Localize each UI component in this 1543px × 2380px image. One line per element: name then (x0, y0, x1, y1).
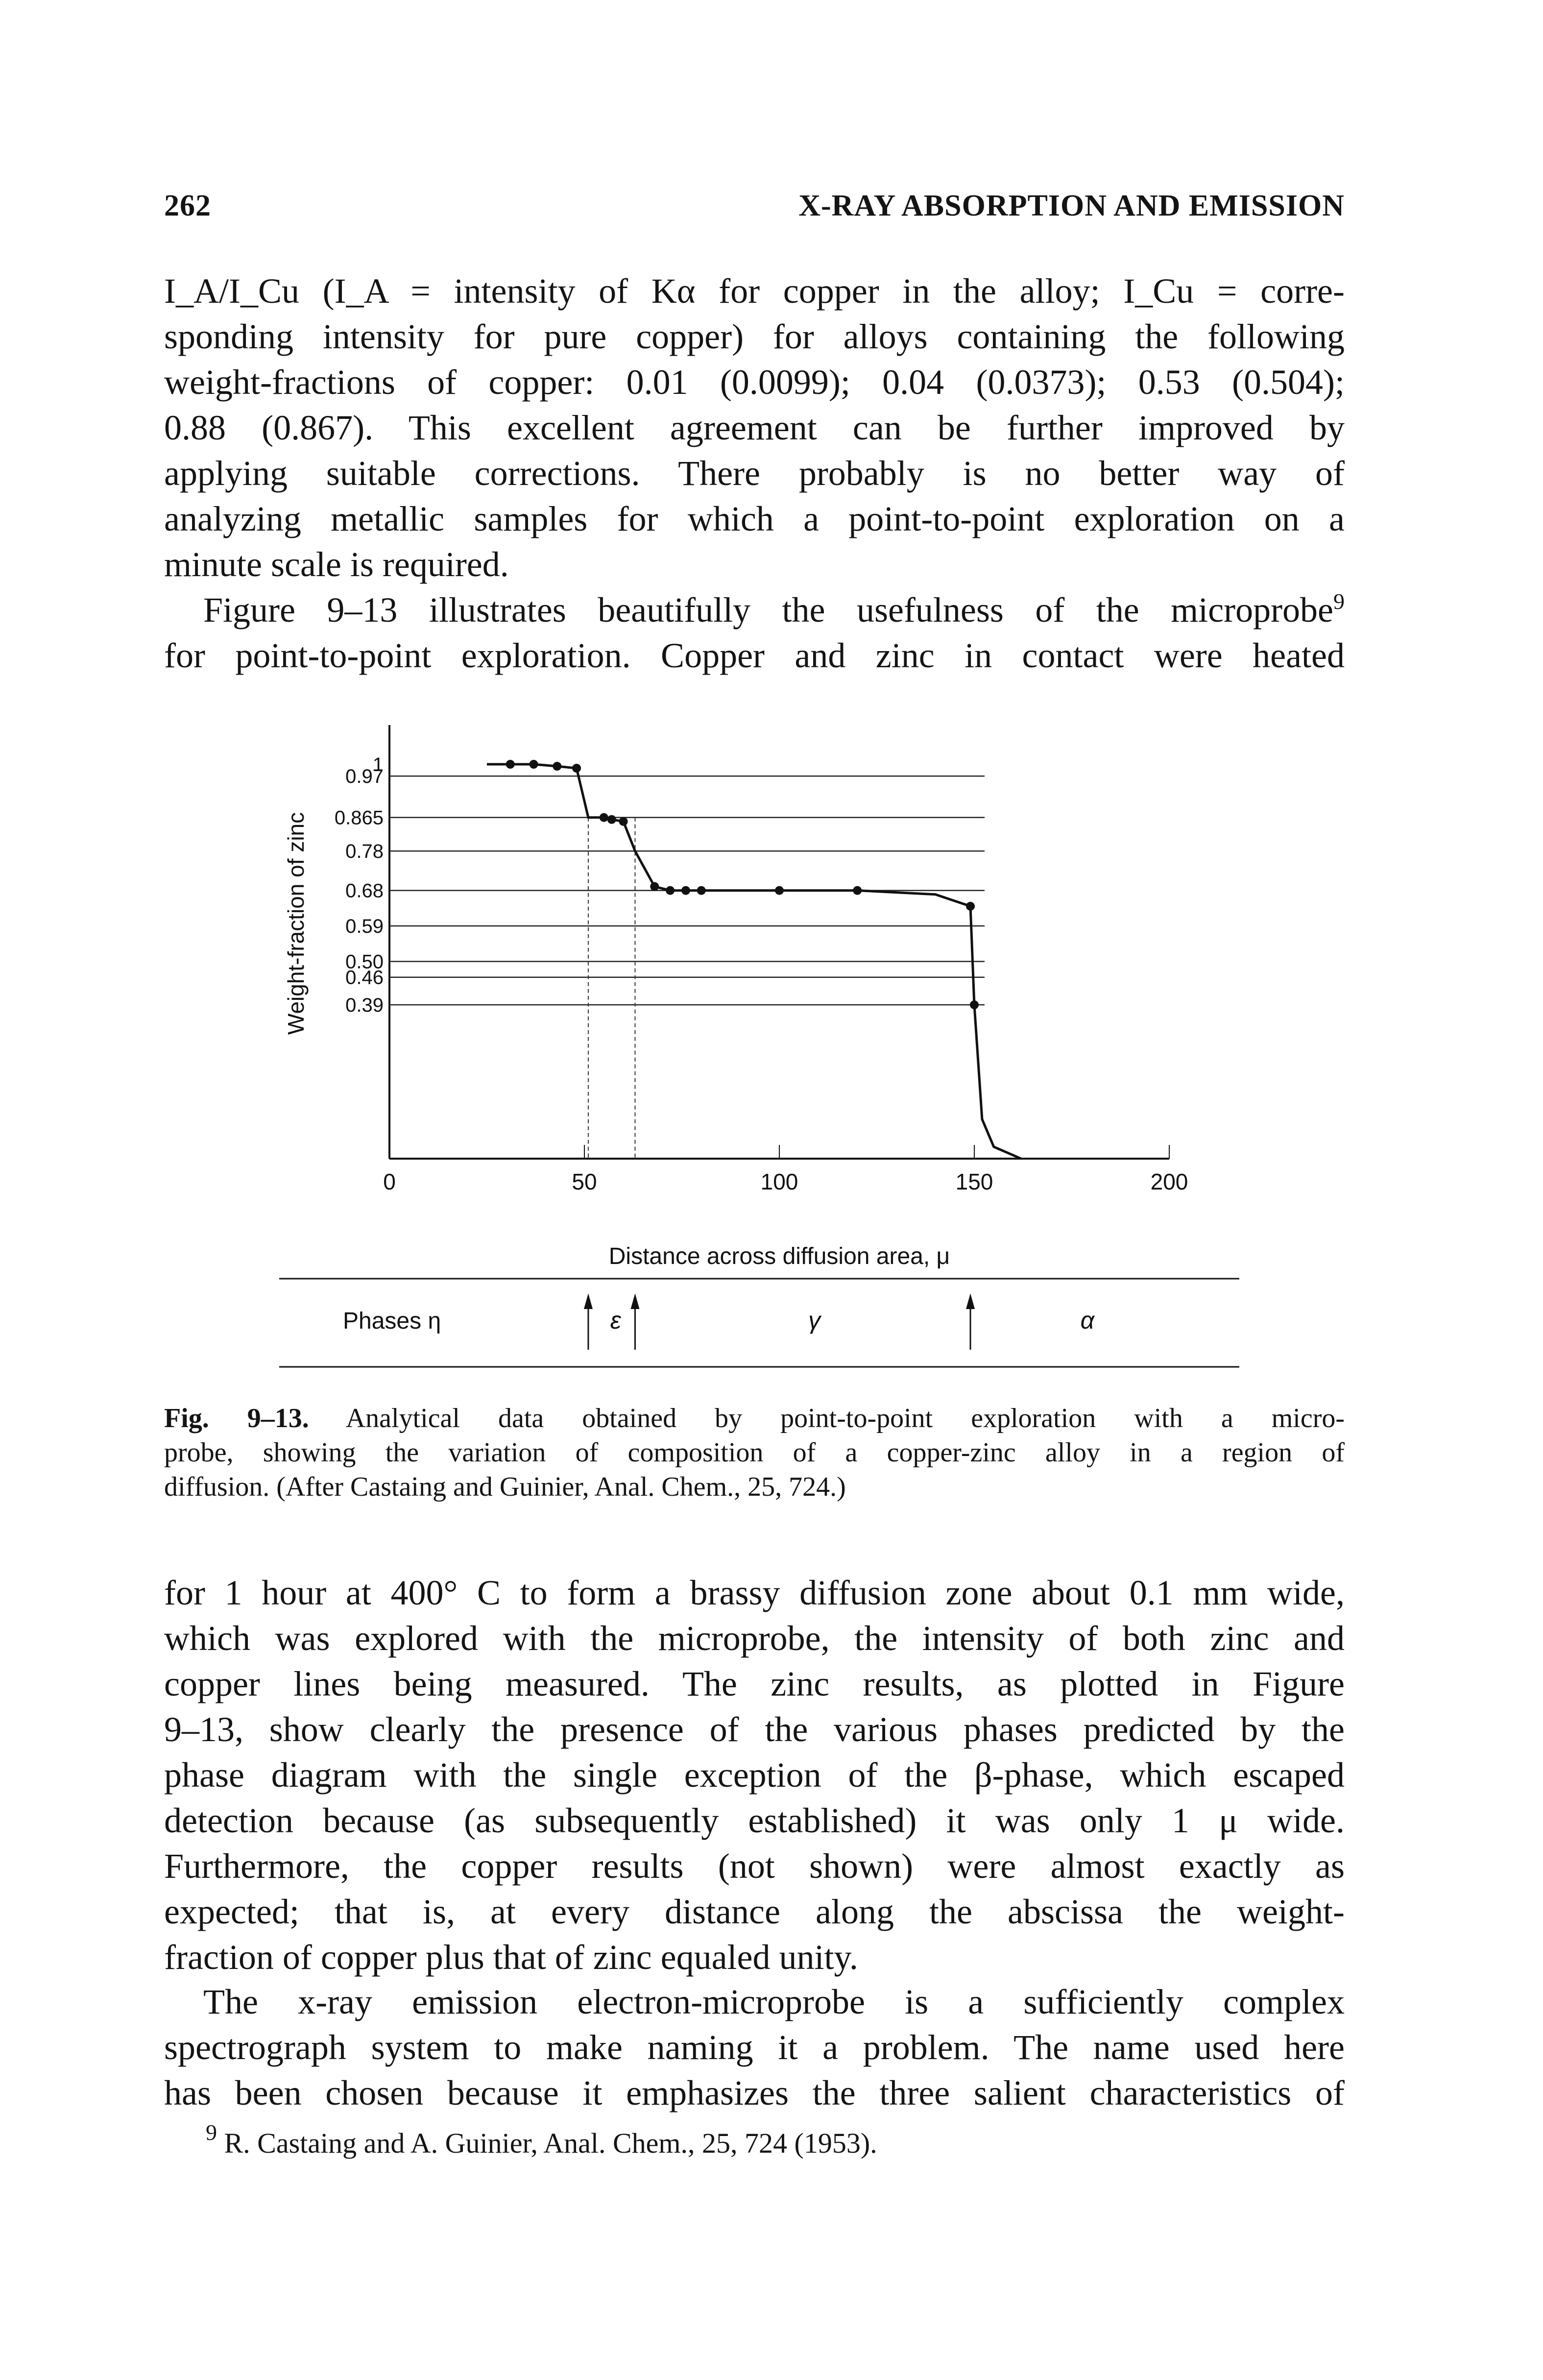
caption-line: diffusion. (After Castaing and Guinier, … (164, 1472, 846, 1502)
data-point (853, 886, 862, 895)
y-tick-label: 0.50 (345, 951, 384, 973)
footnote: 9 R. Castaing and A. Guinier, Anal. Chem… (206, 2121, 877, 2161)
paragraph-1: I_A/I_Cu (I_A = intensity of Kα for copp… (164, 268, 1345, 587)
paragraph-line: analyzing metallic samples for which a p… (164, 499, 1345, 538)
data-point (572, 764, 581, 773)
paragraph-3: for 1 hour at 400° C to form a brassy di… (164, 1570, 1345, 1980)
paragraph-line: fraction of copper plus that of zinc equ… (164, 1938, 858, 1977)
paragraph-line: I_A/I_Cu (I_A = intensity of Kα for copp… (164, 271, 1345, 311)
paragraph-4: The x-ray emission electron-microprobe i… (164, 1979, 1345, 2116)
caption-line: probe, showing the variation of composit… (164, 1437, 1345, 1468)
phases-label: Phases η (343, 1308, 441, 1334)
y-tick-label: 0.39 (345, 995, 384, 1016)
chart-grid (389, 775, 985, 1159)
y-tick-label: 0.68 (345, 880, 384, 902)
x-tick-label: 50 (572, 1169, 597, 1194)
phase-name: ε (610, 1307, 622, 1334)
paragraph-text: Figure 9–13 illustrates beautifully the … (203, 590, 1333, 630)
paragraph-line: 0.88 (0.867). This excellent agreement c… (164, 408, 1345, 447)
chart-labels: 10.97 0.865 0.78 0.68 0.59 0.500.46 0.39 0 50 100… (283, 754, 1188, 1269)
data-point (599, 813, 608, 822)
y-tick-label: 0.46 (345, 967, 384, 989)
paragraph-line: sponding intensity for pure copper) for … (164, 317, 1345, 356)
footnote-text: R. Castaing and A. Guinier, Anal. Chem.,… (224, 2127, 877, 2159)
x-tick-label: 0 (383, 1169, 396, 1194)
data-point (966, 901, 975, 911)
caption-line: Fig. 9–13. Analytical data obtained by p… (164, 1401, 1345, 1435)
y-tick-label: 0.59 (345, 916, 384, 937)
x-tick-label: 150 (956, 1169, 993, 1194)
caption-text: Analytical data obtained by point-to-poi… (345, 1403, 1345, 1433)
data-point (697, 886, 706, 895)
x-tick-label: 200 (1151, 1169, 1188, 1194)
figure-label: Fig. 9–13. (164, 1403, 309, 1433)
data-point (970, 1000, 979, 1010)
data-point (607, 815, 616, 824)
paragraph-line: spectrograph system to make naming it a … (164, 2028, 1345, 2067)
paragraph-line: detection because (as subsequently estab… (164, 1801, 1345, 1840)
phase-name: γ (808, 1307, 822, 1334)
paragraph-line: The x-ray emission electron-microprobe i… (203, 1982, 1345, 2021)
chart-series (487, 760, 1022, 1160)
phase-arrow (966, 1293, 975, 1309)
y-tick-label: 0.865 (335, 807, 384, 829)
data-point (775, 886, 784, 895)
paragraph-line: copper lines being measured. The zinc re… (164, 1664, 1345, 1703)
data-point (666, 886, 675, 895)
figure-caption: Fig. 9–13. Analytical data obtained by p… (164, 1401, 1345, 1504)
data-point (553, 762, 562, 771)
paragraph-line: for point-to-point exploration. Copper a… (164, 636, 1345, 675)
paragraph-line: minute scale is required. (164, 545, 509, 584)
data-point (650, 882, 659, 891)
paragraph-line: for 1 hour at 400° C to form a brassy di… (164, 1573, 1345, 1612)
page-number: 262 (164, 189, 211, 222)
chart-axes (388, 725, 1170, 1160)
y-tick-label: 1 (373, 754, 384, 776)
phase-arrow (630, 1293, 640, 1309)
data-point (681, 886, 690, 895)
y-tick-label: 0.78 (345, 841, 384, 862)
data-point (619, 817, 628, 826)
paragraph-2: Figure 9–13 illustrates beautifully the … (164, 587, 1345, 679)
phases-bar: Phases η ε γ α (279, 1278, 1239, 1368)
running-title: X-RAY ABSORPTION AND EMISSION (798, 189, 1345, 222)
paragraph-line: weight-fractions of copper: 0.01 (0.0099… (164, 363, 1345, 402)
paragraph-line: phase diagram with the single exception … (164, 1755, 1345, 1795)
paragraph-line: expected; that is, at every distance alo… (164, 1892, 1345, 1931)
footnote-ref: 9 (1333, 589, 1345, 614)
phase-name: α (1081, 1307, 1095, 1334)
y-tick-label: 0.97 (345, 766, 384, 787)
paragraph-line: applying suitable corrections. There pro… (164, 454, 1345, 493)
paragraph-line: Figure 9–13 illustrates beautifully the … (164, 587, 1345, 633)
paragraph-line: 9–13, show clearly the presence of the v… (164, 1710, 1345, 1749)
footnote-marker: 9 (206, 2120, 217, 2145)
x-axis-label: Distance across diffusion area, μ (609, 1243, 950, 1269)
x-tick-label: 100 (761, 1169, 798, 1194)
data-point (506, 760, 515, 769)
diffusion-chart: 10.97 0.865 0.78 0.68 0.59 0.500.46 0.39 0 50 100… (279, 725, 1239, 1368)
paragraph-line: has been chosen because it emphasizes th… (164, 2073, 1345, 2113)
paragraph-line: which was explored with the microprobe, … (164, 1619, 1345, 1658)
phase-arrow (583, 1293, 593, 1309)
running-header: 262 X-RAY ABSORPTION AND EMISSION (164, 189, 1345, 228)
data-point (529, 760, 538, 769)
paragraph-line: Furthermore, the copper results (not sho… (164, 1846, 1345, 1886)
y-axis-label: Weight-fraction of zinc (283, 812, 309, 1035)
